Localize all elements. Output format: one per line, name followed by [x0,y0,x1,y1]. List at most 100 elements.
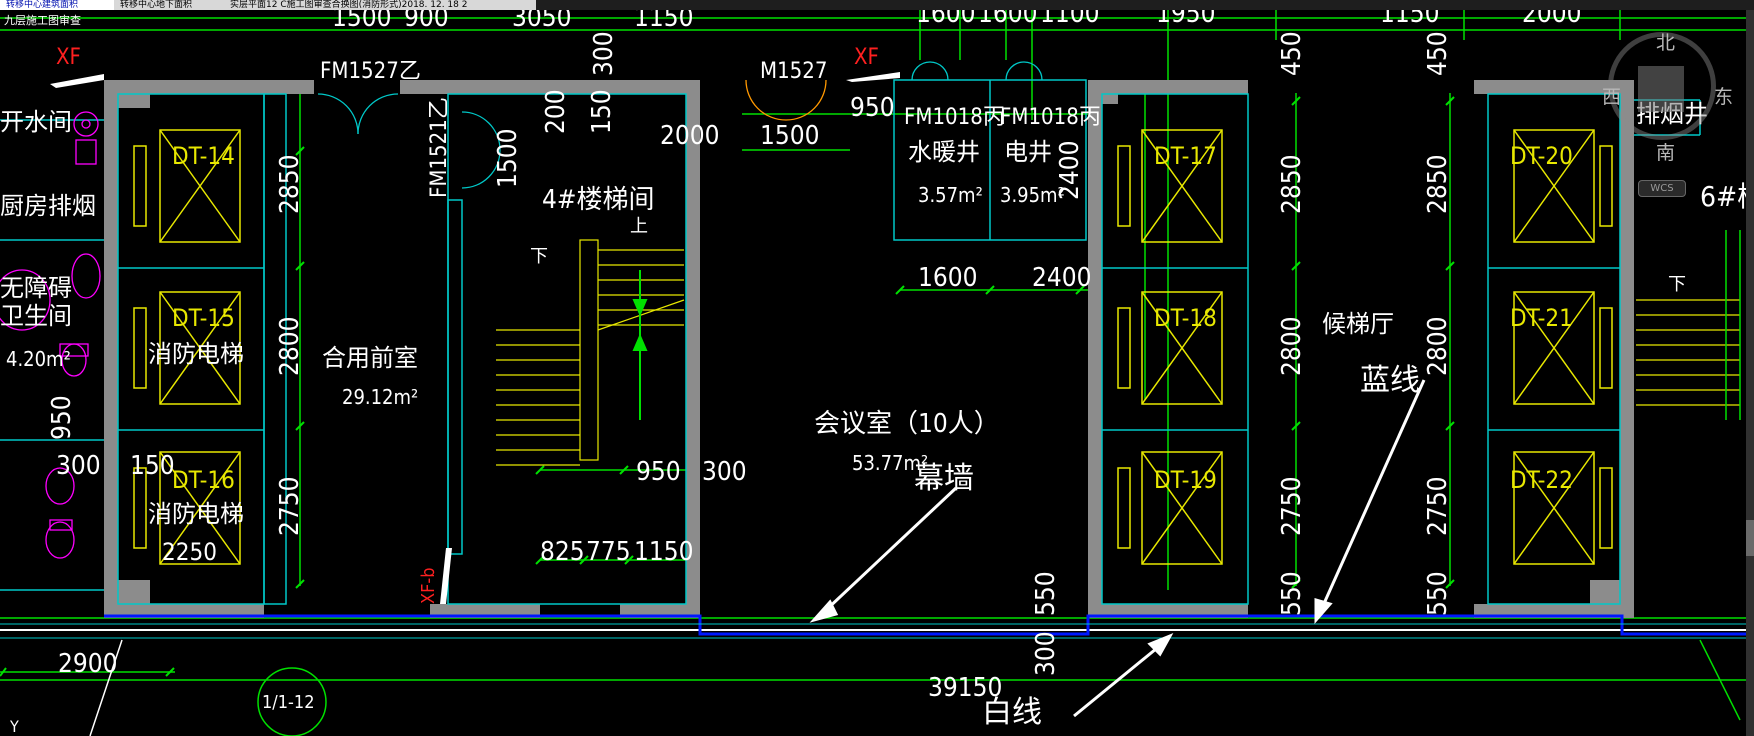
room-stair: 4#楼梯间 [542,185,654,215]
dim-v-2750-b: 2750 [1277,476,1307,536]
dim-300: 300 [702,457,747,487]
dim-v-150: 150 [587,89,617,134]
room-kitchen-exhaust: 厨房排烟 [0,192,96,220]
room-accessible-2: 卫生间 [0,302,72,330]
elevator-dt17: DT-17 [1154,142,1217,170]
viewcube-top-face[interactable] [1638,66,1684,112]
scrollbar-thumb[interactable] [1746,520,1754,556]
room-lobby: 合用前室 [322,344,418,372]
compass-north[interactable]: 北 [1656,32,1676,54]
axis-ref: 1/1-12 [262,692,315,713]
dim-950: 950 [850,93,895,123]
room-fire-lift-dim: 2250 [162,538,217,566]
room-elec-area: 3.95m² [1000,183,1065,207]
document-tab-bar: 转移中心建筑面积 转移中心地下面积 实层平面12 C施工图审查合换图(消防形式)… [0,0,1754,10]
floor-edge-lines [0,614,1754,639]
xf-markers [50,72,900,604]
door-swing-orange [745,79,827,121]
dim-v-2850-b: 2850 [1277,154,1307,214]
compass-west[interactable]: 西 [1602,86,1622,108]
tab-underground-area[interactable]: 转移中心地下面积 [114,0,234,10]
toilet-fixtures [0,111,101,559]
room-lobby-area: 29.12m² [342,385,418,409]
dim-v-2850-a: 2850 [275,154,305,214]
door-fm1018-b: FM1018丙 [1000,105,1101,130]
elevator-cabins [133,129,1613,565]
dim-v-550-b: 550 [1277,571,1307,616]
compass-east[interactable]: 东 [1714,86,1734,108]
axis-y: Y [9,717,19,736]
stair-flights [496,239,1740,466]
dim-2000: 2000 [660,121,720,151]
dim-v-2800-c: 2800 [1423,316,1453,376]
dim-1500: 1500 [760,121,820,151]
elevator-dt19: DT-19 [1154,466,1217,494]
dim-v-2400: 2400 [1055,140,1085,200]
stair-arrow [632,270,648,420]
dim-v-2750-c: 2750 [1423,476,1453,536]
room-accessible-1: 无障碍 [0,274,72,302]
door-fm1018-a: FM1018丙 [904,105,1005,130]
wcs-menu-button[interactable]: WCS [1638,180,1686,197]
room-stair6: 6#楼 [1700,180,1754,213]
dim-v-300b: 300 [1031,631,1061,676]
dim-2400: 2400 [1032,263,1092,293]
dim-300b: 300 [56,451,101,481]
annotation-curtain-wall: 幕墙 [914,461,974,496]
dim-2900: 2900 [58,649,118,679]
tab-floor-plan-review[interactable]: 实层平面12 C施工图审查合换图(消防形式)2018. 12. 18 2 [224,0,536,10]
room-water: 开水间 [0,108,72,136]
annotation-arrows [89,379,1426,736]
dim-1600: 1600 [918,263,978,293]
dim-950b: 950 [636,457,681,487]
dim-v-300: 300 [589,31,619,76]
xf-b-label: XF-b [418,567,439,604]
room-wc-area: 4.20m² [6,347,71,371]
door-m1527: M1527 [760,59,827,84]
elevator-dt20: DT-20 [1510,142,1573,170]
room-stair-down: 下 [530,246,548,267]
dim-1150c: 1150 [634,537,694,567]
elevator-dt16: DT-16 [172,466,235,494]
elevator-dt18: DT-18 [1154,304,1217,332]
room-elec: 电井 [1004,138,1052,166]
tab-building-area[interactable]: 转移中心建筑面积 [0,0,124,10]
room-stair-up: 上 [630,216,648,237]
elevator-dt15: DT-15 [172,304,235,332]
dim-v-1500: 1500 [493,128,523,188]
dim-v-2850-c: 2850 [1423,154,1453,214]
room-down-right: 下 [1668,274,1686,295]
room-waiting-hall: 候梯厅 [1322,310,1394,338]
elevator-dt22: DT-22 [1510,466,1573,494]
dim-v-450-a: 450 [1277,31,1307,76]
dim-825: 825 [540,537,585,567]
drawing-overlay-label: 九层施工图审查 [4,14,81,27]
right-edge-lines [1699,230,1741,721]
dim-v-950: 950 [47,395,77,440]
viewcube-compass[interactable]: 北 南 西 东 [1602,26,1733,164]
room-fire-lift-1: 消防电梯 [148,340,244,368]
compass-south[interactable]: 南 [1656,142,1676,164]
dim-v-2800-a: 2800 [275,316,305,376]
door-fm1521: FM1521乙 [427,97,452,198]
room-hvac: 水暖井 [908,138,980,166]
annotation-white-line: 白线 [982,695,1042,730]
room-meeting: 会议室（10人） [814,409,1000,439]
room-hvac-area: 3.57m² [918,183,983,207]
dim-v-2800-b: 2800 [1277,316,1307,376]
vertical-scrollbar[interactable] [1746,10,1754,736]
compass-ring[interactable] [1608,32,1716,140]
annotation-blue-line: 蓝线 [1360,363,1420,398]
axis-bubble [257,667,327,736]
room-fire-lift-2: 消防电梯 [148,500,244,528]
elevator-dt14: DT-14 [172,142,235,170]
dim-v-550-c: 550 [1423,571,1453,616]
room-meeting-area: 53.77m² [852,451,928,475]
xf-label-mid: XF [854,45,879,70]
dim-775: 775 [586,537,631,567]
dim-39150: 39150 [928,673,1002,703]
xf-label-left: XF [56,45,81,70]
dim-v-200: 200 [541,89,571,134]
